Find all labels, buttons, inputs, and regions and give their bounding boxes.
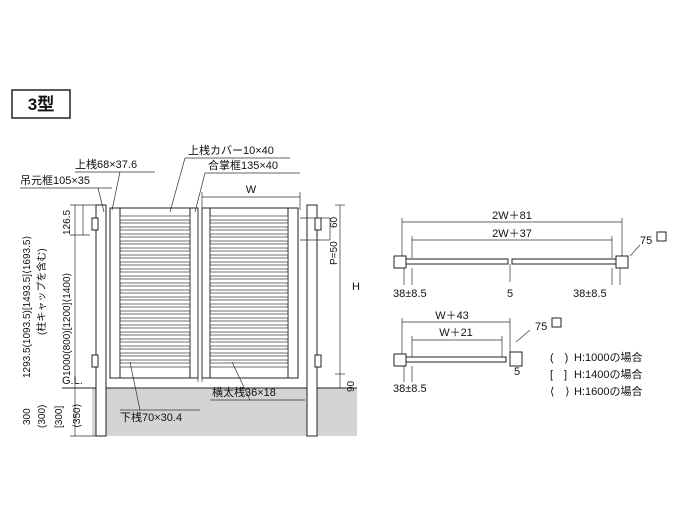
leader-lines xyxy=(20,157,305,411)
left-slats xyxy=(119,215,191,368)
dim-height: H xyxy=(352,281,360,293)
page-title: 3型 xyxy=(28,94,54,114)
slat xyxy=(209,341,289,347)
slat xyxy=(119,285,191,291)
plan-single-post: 75 xyxy=(535,321,547,333)
label-top-rail: 上桟68×37.6 xyxy=(75,157,137,171)
dim-top-60: 60 xyxy=(329,216,340,228)
plan-double-gap-right: 38±8.5 xyxy=(573,288,607,300)
slat xyxy=(119,299,191,305)
plan-single-gap: 5 xyxy=(514,366,520,378)
slat xyxy=(119,243,191,249)
slat xyxy=(209,257,289,263)
slat xyxy=(119,264,191,270)
slat xyxy=(119,292,191,298)
dim-embed-350: ⟨350⟩ xyxy=(72,403,83,428)
plan-double-gap-left: 38±8.5 xyxy=(393,288,427,300)
slat xyxy=(119,250,191,256)
slat xyxy=(209,348,289,354)
slat xyxy=(209,292,289,298)
slat xyxy=(209,327,289,333)
right-slats xyxy=(209,215,289,368)
slat xyxy=(209,271,289,277)
plan-double-outer: 2W＋81 xyxy=(492,210,532,222)
slat xyxy=(119,355,191,361)
slat xyxy=(209,215,289,221)
slat xyxy=(209,334,289,340)
slat xyxy=(119,229,191,235)
slat xyxy=(209,264,289,270)
dim-cap-note: (柱キャップを含む) xyxy=(35,248,48,335)
dim-height-total: 1293.5(1093.5)[1493.5]⟨1693.5⟩ xyxy=(22,236,33,378)
slat xyxy=(119,327,191,333)
plan-single xyxy=(393,317,562,382)
dim-embed-300b: [300] xyxy=(54,406,65,428)
slat xyxy=(119,334,191,340)
slat xyxy=(209,222,289,228)
label-bottom-rail: 下桟70×30.4 xyxy=(120,410,182,424)
title-box xyxy=(11,89,71,119)
slat xyxy=(119,236,191,242)
dim-height-body: 1000(800)[1200]⟨1400⟩ xyxy=(62,272,73,376)
slat xyxy=(119,313,191,319)
legend-bracket-3: ⟨ ⟩ xyxy=(550,386,570,398)
left-leaf xyxy=(109,207,199,379)
plan-double xyxy=(393,218,667,285)
legend-text-1: H:1000の場合 xyxy=(574,350,642,364)
slat xyxy=(119,348,191,354)
legend-text-2: H:1400の場合 xyxy=(574,367,642,381)
slat xyxy=(209,320,289,326)
slat xyxy=(119,306,191,312)
legend-text-3: H:1600の場合 xyxy=(574,384,642,398)
right-post xyxy=(306,204,322,437)
slat xyxy=(119,271,191,277)
label-meeting-frame: 合掌框135×40 xyxy=(208,158,278,172)
legend-bracket-2: [ ] xyxy=(550,369,567,381)
label-horizontal-slat: 横太桟36×18 xyxy=(212,385,276,399)
slat xyxy=(209,299,289,305)
slat xyxy=(119,222,191,228)
elevation-dimensions xyxy=(70,192,345,437)
legend: ( ) H:1000の場合 [ ] H:1400の場合 ⟨ ⟩ H:1600の場… xyxy=(550,350,642,398)
label-top-rail-cover: 上桟カバー10×40 xyxy=(188,143,274,157)
right-leaf xyxy=(201,207,299,379)
slat xyxy=(119,257,191,263)
plan-double-center: 5 xyxy=(507,288,513,300)
slat xyxy=(209,250,289,256)
dim-embed-300p: (300) xyxy=(37,405,48,428)
dim-bottom-90: 90 xyxy=(346,380,357,392)
plan-single-gap-left: 38±8.5 xyxy=(393,383,427,395)
label-ground-level: G.L. xyxy=(62,375,83,387)
dim-embed-300: 300 xyxy=(22,408,33,425)
slat xyxy=(209,243,289,249)
dim-top-126: 126.5 xyxy=(62,210,73,235)
left-post xyxy=(91,204,107,437)
legend-bracket-1: ( ) xyxy=(550,352,568,364)
slat xyxy=(119,215,191,221)
slat xyxy=(209,229,289,235)
slat xyxy=(209,306,289,312)
slat xyxy=(209,236,289,242)
plan-single-inner: W＋21 xyxy=(439,327,473,339)
plan-double-post: 75 xyxy=(640,235,652,247)
slat xyxy=(209,362,289,368)
dim-width: W xyxy=(246,184,257,196)
slat xyxy=(119,278,191,284)
slat xyxy=(209,278,289,284)
plan-single-outer: W＋43 xyxy=(435,310,469,322)
label-hinge-frame: 吊元框105×35 xyxy=(20,174,90,187)
slat xyxy=(209,313,289,319)
slat xyxy=(209,285,289,291)
slat xyxy=(119,320,191,326)
slat xyxy=(209,355,289,361)
dim-pitch: P=50 xyxy=(329,241,340,265)
plan-double-inner: 2W＋37 xyxy=(492,228,532,240)
slat xyxy=(119,341,191,347)
slat xyxy=(119,362,191,368)
